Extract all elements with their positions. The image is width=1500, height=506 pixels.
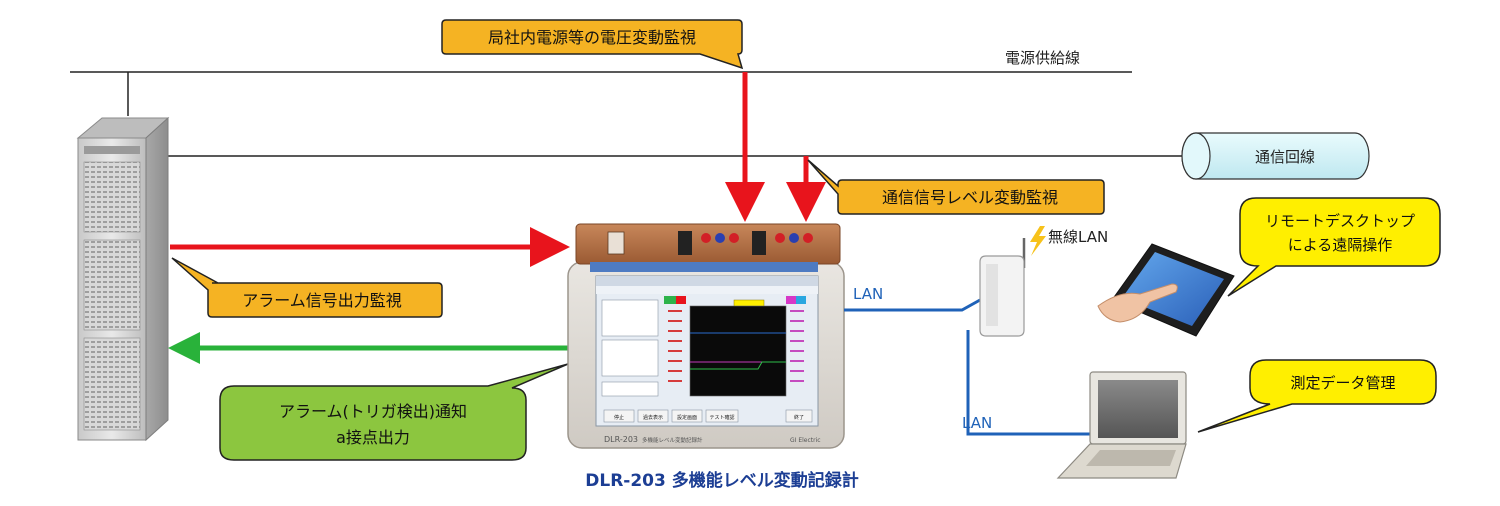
power-line-label: 電源供給線 [1005,49,1080,67]
alarm-notify-callout: アラーム(トリガ検出)通知 a接点出力 [219,363,569,461]
laptop-computer [1056,371,1187,479]
alarm-output-text: アラーム信号出力監視 [242,291,402,310]
equipment-rack [76,116,170,442]
communication-line-cylinder [1181,132,1370,180]
tablet-device [1097,243,1235,337]
remote-desktop-callout: リモートデスクトップ による遠隔操作 [1227,197,1441,297]
alarm-notify-text-line2: a接点出力 [336,428,410,447]
lightning-icon [1030,226,1046,256]
data-management-callout: 測定データ管理 [1197,359,1437,433]
alarm-notify-text-line1: アラーム(トリガ検出)通知 [279,402,467,421]
alarm-notify-arrow [168,332,572,364]
power-supply-line [70,71,1132,116]
device-button-stop: 停止 [614,414,624,421]
communication-line-label: 通信回線 [1255,148,1315,166]
device-button-history: 過去表示 [643,414,663,421]
remote-desktop-text-line2: による遠隔操作 [1288,236,1393,254]
product-title: DLR-203 多機能レベル変動記録計 [585,470,859,491]
lan-label-top: LAN [853,285,883,303]
lan-cable-top [844,298,981,312]
lan-cable-bottom [966,330,1098,436]
device-model-label: DLR-203 [604,435,638,444]
lan-label-bottom: LAN [962,414,992,432]
device-brand: GI Electric [790,437,821,444]
device-button-exit: 終了 [794,414,804,421]
voltage-monitor-text: 局社内電源等の電圧変動監視 [488,28,696,47]
remote-desktop-text-line1: リモートデスクトップ [1265,212,1415,230]
wireless-lan-label: 無線LAN [1048,228,1108,246]
voltage-monitor-callout: 局社内電源等の電圧変動監視 [441,19,744,70]
device-button-settings: 設定画面 [677,414,697,421]
data-management-text: 測定データ管理 [1290,374,1395,392]
device-button-test: テスト確認 [709,414,734,421]
wireless-router [979,238,1026,337]
alarm-output-callout: アラーム信号出力監視 [171,257,443,318]
device-model-subtitle: 多機能レベル変動記録計 [642,436,703,444]
dlr-203-device: 停止 過去表示 設定画面 テスト確認 終了 DLR-203 多機能レベル変動記録… [567,223,845,449]
signal-level-callout: 通信信号レベル変動監視 [807,159,1105,215]
signal-level-text: 通信信号レベル変動監視 [882,188,1058,207]
